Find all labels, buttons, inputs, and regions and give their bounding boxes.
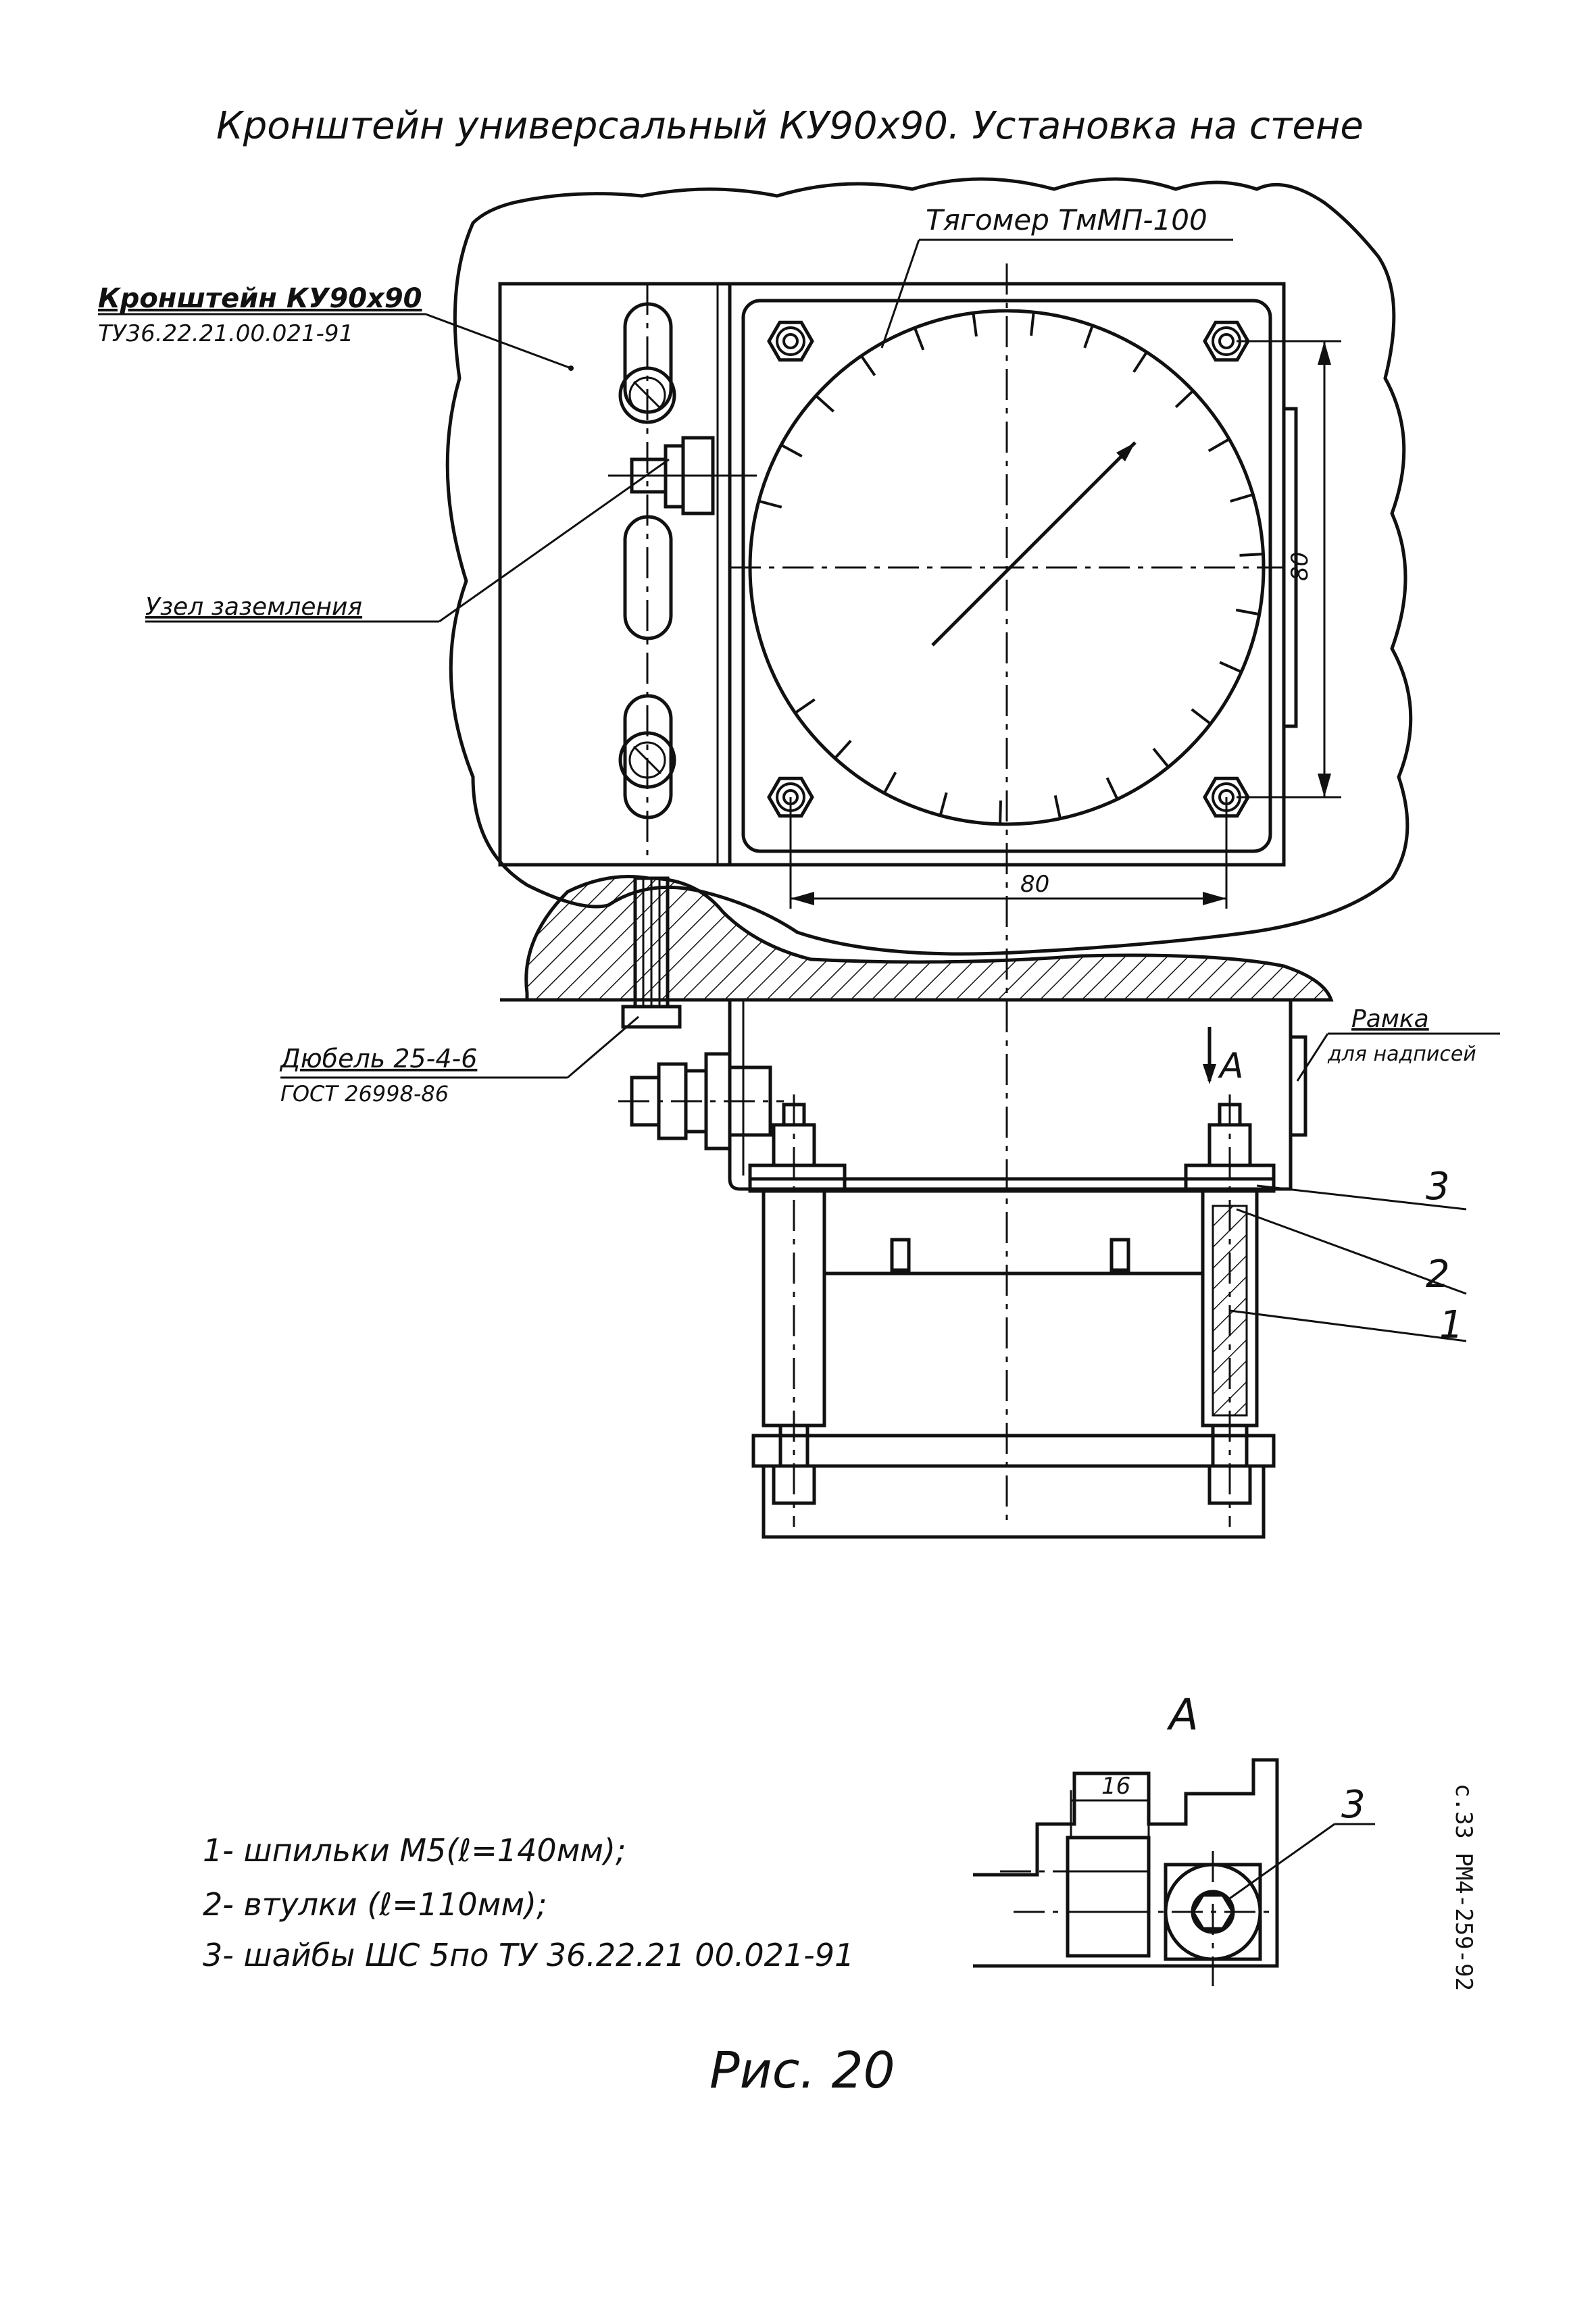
view-a-dim-16: 16	[1101, 1773, 1130, 1800]
dial-tick	[1083, 325, 1094, 349]
bolt-hatch	[632, 745, 662, 775]
label-bracket-line2: ТУ36.22.21.00.021-91	[98, 320, 353, 347]
leader-dot	[568, 365, 574, 371]
bracket-slot-bottom	[623, 694, 673, 819]
label-dowel-line1: Дюбель 25-4-6	[279, 1044, 477, 1073]
mounting-plate-bottom	[751, 1434, 1276, 1468]
dial-tick	[860, 355, 876, 376]
gauge-pointer	[931, 441, 1137, 647]
dowel	[621, 876, 682, 1029]
dimension-80-horizontal	[789, 797, 1228, 909]
dial-tick	[1105, 777, 1119, 800]
page-code: с.33 РМ4-259-92	[1450, 1784, 1477, 1991]
dial-tick	[1152, 747, 1170, 768]
bracket-bolt-bottom	[618, 731, 676, 789]
frame-for-labels-side	[1282, 407, 1298, 728]
post-left	[748, 1103, 847, 1505]
leader-dowel-arrow	[567, 1015, 639, 1079]
legend-item-2: 2- втулки (ℓ=110мм);	[203, 1886, 547, 1923]
legend-item-1: 1- шпильки М5(ℓ=140мм);	[203, 1832, 626, 1869]
wall-outline	[445, 177, 1413, 956]
position-2: 2	[1426, 1253, 1450, 1296]
gauge-dial-ticks	[758, 311, 1264, 824]
view-a-arrowhead	[1203, 1064, 1216, 1084]
label-gauge: Тягомер ТмМП-100	[926, 203, 1207, 236]
label-dowel-line2: ГОСТ 26998-86	[280, 1081, 449, 1107]
grounding-bolt-side	[618, 1052, 784, 1151]
dial-tick	[794, 698, 816, 714]
base-box	[762, 1464, 1266, 1539]
dial-tick	[780, 443, 803, 458]
dimension-80-horizontal-text: 80	[1020, 871, 1049, 898]
label-grounding: Узел заземления	[145, 593, 362, 621]
grounding-node	[608, 436, 757, 515]
view-a-position-3: 3	[1341, 1783, 1366, 1827]
leader-frame-arrow	[1296, 1033, 1329, 1082]
dial-tick	[1053, 795, 1062, 819]
dial-tick	[1174, 389, 1195, 408]
dial-tick	[1230, 493, 1253, 503]
dial-tick	[882, 772, 897, 794]
dial-tick	[815, 395, 834, 413]
dial-tick	[758, 499, 782, 509]
mounting-plate-top	[748, 1177, 1276, 1193]
dial-tick	[1191, 708, 1212, 725]
leader-pos1	[1229, 1309, 1467, 1342]
dial-tick	[1030, 311, 1035, 336]
frame-for-labels	[1289, 1035, 1307, 1137]
leader-bracket-arrow	[425, 313, 572, 370]
wall-section	[524, 875, 1334, 1002]
drawing-title: Кронштейн универсальный КУ90х90. Установ…	[216, 104, 1364, 148]
dial-tick	[999, 800, 1002, 824]
label-frame-line1: Рамка	[1351, 1005, 1429, 1033]
dimension-80-vertical-text: 80	[1287, 552, 1314, 581]
bracket-slot-middle	[623, 515, 673, 640]
label-bracket-line1: Кронштейн КУ90х90	[98, 283, 422, 314]
bracket-bolt-top-inner	[628, 376, 666, 414]
dial-tick	[913, 327, 925, 351]
legend-item-3: 3- шайбы ШС 5по ТУ 36.22.21 00.021-91	[203, 1937, 854, 1973]
bracket-bolt-bottom-inner	[628, 741, 666, 779]
dial-tick	[1207, 438, 1230, 453]
view-a-detail	[973, 1758, 1375, 1986]
dial-tick	[1235, 608, 1260, 616]
bracket-side-profile	[500, 998, 1293, 1191]
corner-nut	[767, 320, 814, 362]
position-3: 3	[1426, 1165, 1450, 1209]
leader-pos2	[1236, 1208, 1467, 1295]
leader-pos3	[1256, 1184, 1467, 1211]
dial-tick	[834, 740, 852, 759]
dial-tick	[939, 792, 948, 816]
dimension-80-vertical	[1237, 340, 1341, 799]
bracket-bolt-top	[618, 366, 676, 424]
view-a-title: А	[1166, 1690, 1199, 1740]
label-frame-line2: для надписей	[1327, 1042, 1476, 1066]
gauge-pointer-arrowhead	[1116, 443, 1135, 461]
dial-tick	[1219, 661, 1242, 674]
leader-gauge	[880, 239, 920, 349]
figure-caption: Рис. 20	[709, 2042, 895, 2100]
dial-tick	[1132, 351, 1148, 373]
spacer-left	[890, 1238, 911, 1272]
dial-tick	[972, 312, 978, 337]
bracket-plate	[498, 282, 732, 867]
dial-tick	[1239, 553, 1264, 557]
view-a-label: А	[1218, 1046, 1244, 1086]
spacer-right	[1109, 1238, 1130, 1272]
bolt-hatch	[632, 380, 662, 410]
leader-grounding-arrow	[439, 458, 670, 623]
